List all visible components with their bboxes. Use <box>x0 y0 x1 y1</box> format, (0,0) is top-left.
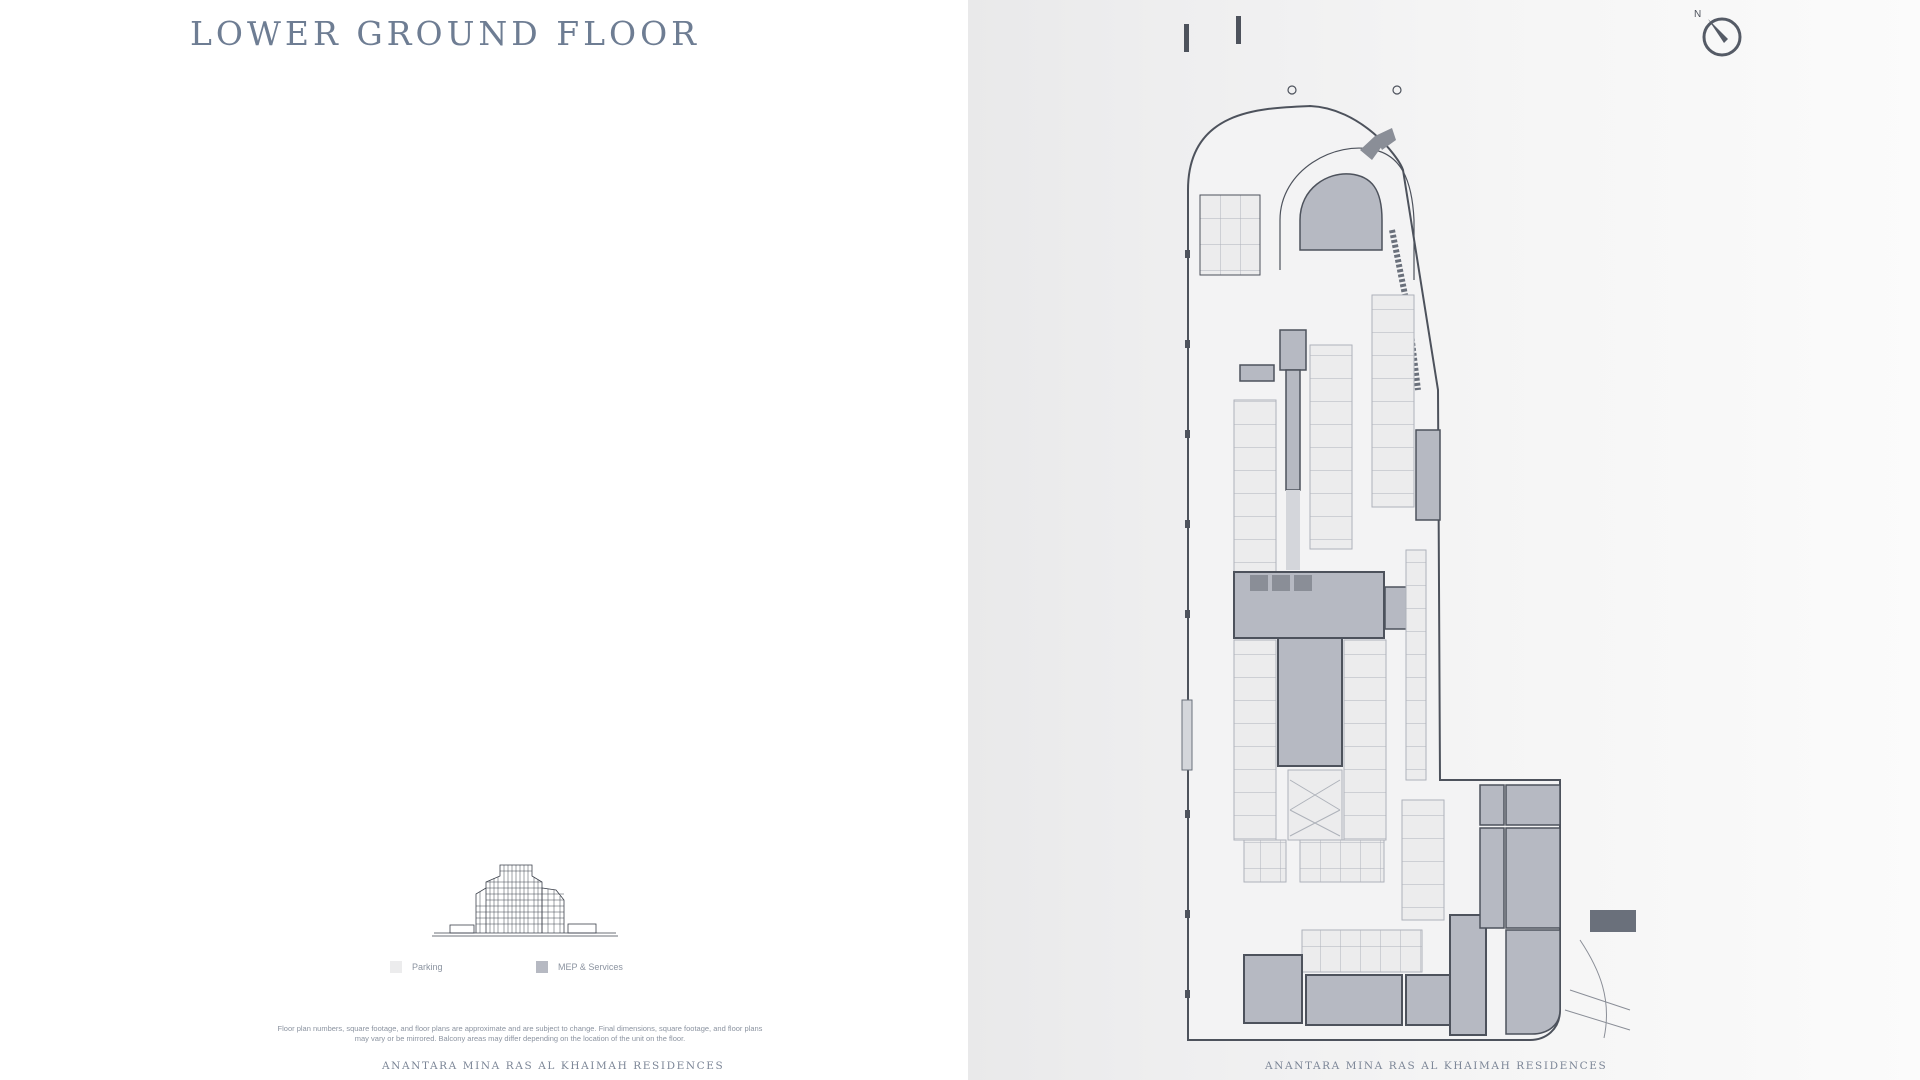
page-title: LOWER GROUND FLOOR <box>190 14 700 53</box>
footer-left: ANANTARA MINA RAS AL KHAIMAH RESIDENCES <box>382 1060 725 1072</box>
legend-label-mep: MEP & Services <box>558 962 623 972</box>
left-page: LOWER GROUND FLOOR <box>190 14 800 1072</box>
disclaimer-line-2: may vary or be mirrored. Balcony areas m… <box>354 1034 686 1043</box>
footer-right: ANANTARA MINA RAS AL KHAIMAH RESIDENCES <box>1265 1060 1608 1072</box>
building-elevation-image <box>432 864 618 937</box>
parking-swatch <box>390 961 402 973</box>
north-arrow-icon: N <box>1694 9 1742 57</box>
legend-item-parking: Parking <box>390 961 443 973</box>
disclaimer-line-1: Floor plan numbers, square footage, and … <box>277 1024 763 1033</box>
floor-plan <box>1181 16 1636 1041</box>
disclaimer: Floor plan numbers, square footage, and … <box>240 1024 800 1044</box>
mep-swatch <box>536 961 548 973</box>
legend-item-mep: MEP & Services <box>536 961 623 973</box>
north-label: N <box>1694 9 1701 20</box>
legend-label-parking: Parking <box>412 962 443 972</box>
